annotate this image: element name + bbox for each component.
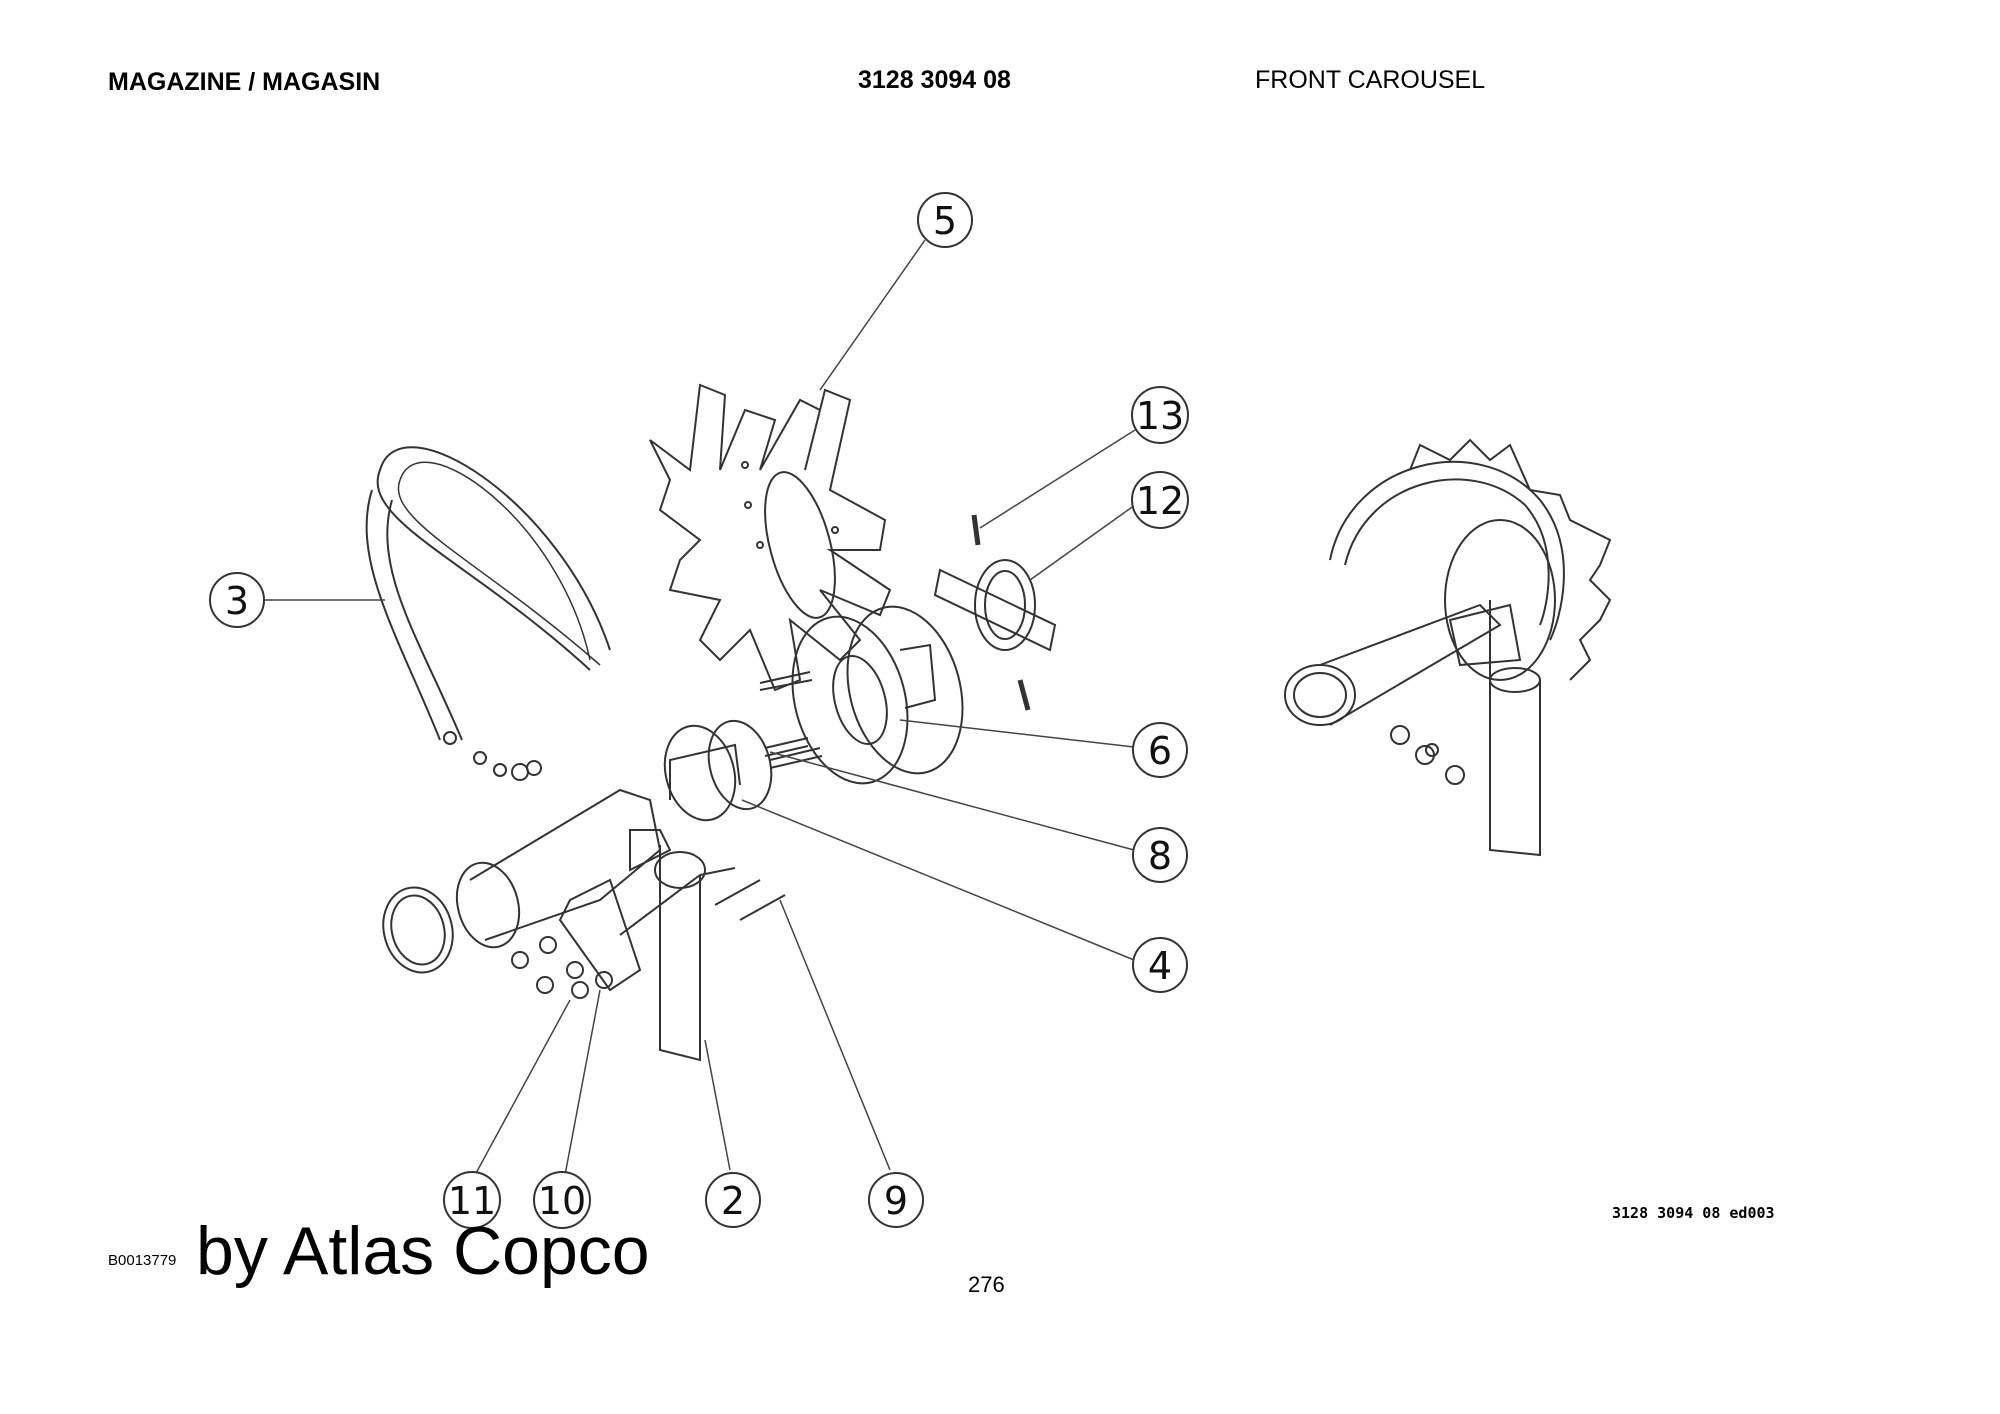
callout-label-5: 5 [933, 199, 957, 243]
callout-label-11: 11 [448, 1179, 496, 1223]
part-9-bolts [619, 867, 786, 936]
callout-label-4: 4 [1148, 944, 1172, 988]
part-number: 3128 3094 08 [858, 66, 1011, 94]
callout-13 [1131, 386, 1189, 444]
callout-label-2: 2 [721, 1179, 745, 1223]
document-code: B0013779 [108, 1252, 177, 1269]
callout-label-8: 8 [1148, 834, 1172, 878]
part-4-bushing [663, 719, 773, 822]
callout-5 [917, 192, 973, 248]
callout-label-12: 12 [1136, 479, 1184, 523]
callout-label-3: 3 [225, 579, 249, 623]
part-13-pin [971, 514, 981, 546]
part-12-clamp [933, 559, 1057, 711]
callout-8 [1132, 827, 1188, 883]
drawing-title: FRONT CAROUSEL [1255, 66, 1486, 94]
part-10-11-nuts-washers [511, 936, 613, 999]
part-6-hub-flange [759, 605, 964, 785]
section-title: MAGAZINE / MAGASIN [108, 68, 381, 96]
part-2-main-body [382, 788, 706, 1062]
callout-4 [1132, 937, 1188, 993]
callout-3 [209, 572, 265, 628]
callout-2 [705, 1172, 761, 1228]
brand-watermark: by Atlas Copco [196, 1213, 650, 1289]
part-5-star-wheel [649, 383, 892, 692]
callout-label-10: 10 [538, 1179, 586, 1223]
callout-label-9: 9 [884, 1179, 908, 1223]
drawing-code: 3128 3094 08 ed003 [1612, 1204, 1775, 1222]
callout-12 [1131, 471, 1189, 529]
callout-6 [1132, 722, 1188, 778]
part-3-curved-tube [376, 446, 611, 671]
part-8-stud [764, 737, 809, 749]
callout-label-13: 13 [1136, 394, 1184, 438]
callout-label-6: 6 [1148, 729, 1172, 773]
callout-9 [868, 1172, 924, 1228]
page-number: 276 [968, 1272, 1005, 1297]
callout-11 [443, 1171, 501, 1229]
assembled-carousel-view [1284, 438, 1612, 857]
callout-10 [533, 1171, 591, 1229]
